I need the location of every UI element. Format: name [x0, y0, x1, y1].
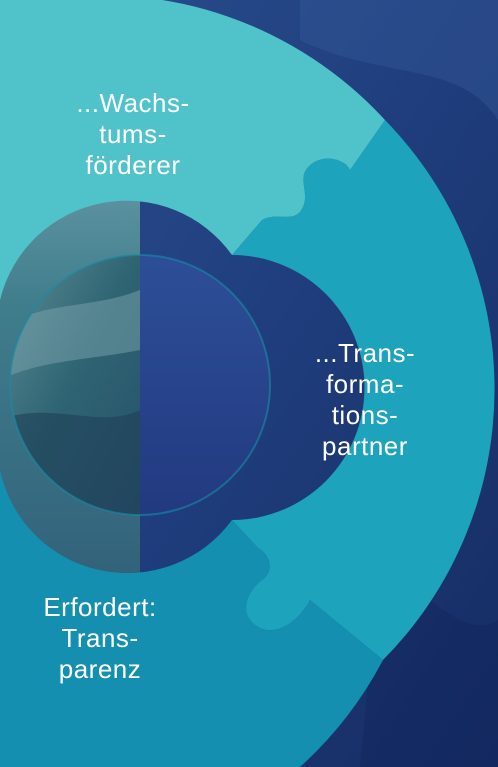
- segment-right: [232, 120, 495, 660]
- cloud-texture: [300, 0, 498, 120]
- segment-top-line-1: ...Wachs-: [76, 88, 190, 118]
- segment-right-line-1: ...Trans-: [314, 338, 416, 368]
- segment-right-label: ...Trans- forma- tions- partner: [265, 338, 465, 462]
- segment-top-label: ...Wachs- tums- förderer: [18, 88, 248, 181]
- segment-right-line-2: forma-: [325, 369, 405, 399]
- segment-bottom-label: Erfordert: Trans- parenz: [0, 592, 200, 685]
- segment-bottom-line-3: parenz: [58, 654, 142, 684]
- segment-bottom-line-1: Erfordert:: [43, 592, 157, 622]
- segment-top: [0, 0, 385, 300]
- segment-right-line-3: tions-: [331, 400, 399, 430]
- segment-bottom-line-2: Trans-: [61, 623, 139, 653]
- segment-top-line-2: tums-: [99, 119, 167, 149]
- segment-top-line-3: förderer: [85, 150, 181, 180]
- segment-right-line-4: partner: [322, 431, 408, 461]
- segment-bottom: [0, 470, 383, 767]
